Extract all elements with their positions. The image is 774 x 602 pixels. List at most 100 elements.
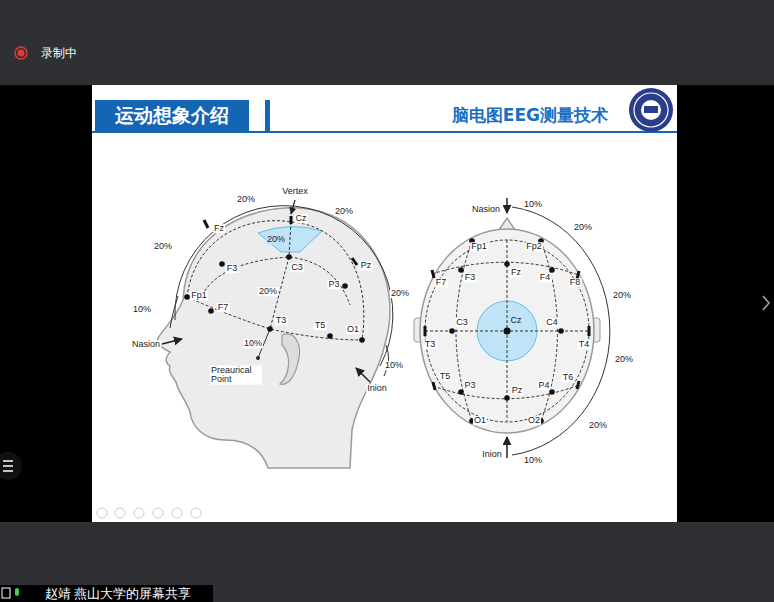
electrode-label: O2: [527, 416, 541, 425]
top-head-part-part: [504, 328, 511, 335]
slide-title: 脑电图EEG测量技术: [452, 104, 608, 127]
electrode-label: 20%: [236, 195, 256, 204]
ui-text: 录制中: [40, 47, 78, 60]
electrode-label: Inion: [481, 450, 503, 459]
slide-part: [634, 93, 668, 127]
electrode-label: 20%: [258, 287, 278, 296]
header-text: 运动想象介绍: [115, 103, 229, 129]
side-head-part-part: [290, 216, 293, 224]
electrode-label: T5: [314, 321, 327, 330]
electrode-label: F7: [435, 278, 448, 287]
electrode-label: 20%: [612, 291, 632, 300]
window-chrome-part: [0, 452, 22, 480]
electrode-label: T4: [578, 340, 591, 349]
side-head-part-part: [359, 337, 365, 343]
slide-part: [641, 100, 661, 120]
electrode-label: P4: [537, 381, 550, 390]
electrode-label: 20%: [334, 207, 354, 216]
electrode-label: Preaurical Point: [210, 366, 262, 385]
top-head-part-part: [504, 261, 510, 267]
side-head-part-part: [352, 258, 357, 265]
electrode-label: O1: [473, 416, 487, 425]
slide-part-part: [172, 508, 182, 518]
electrode-label: Pz: [511, 386, 524, 395]
side-head-part-part: [327, 333, 333, 339]
electrode-label: F4: [539, 273, 552, 282]
electrode-label: 10%: [523, 200, 543, 209]
window-chrome-part: [3, 461, 13, 471]
top-head-part: [425, 240, 589, 422]
electrode-label: F3: [226, 264, 239, 273]
window-chrome-part: [15, 47, 27, 59]
electrode-label: C4: [545, 318, 559, 327]
slide-part: [644, 106, 658, 113]
electrode-label: Fp1: [470, 242, 488, 251]
side-head-part: [162, 339, 182, 344]
window-chrome-part: [0, 585, 213, 602]
slide-part: [629, 88, 673, 132]
top-head-part-part: [588, 326, 591, 336]
top-head-part: [499, 218, 515, 230]
slide-part-part: [153, 508, 163, 518]
electrode-label: Fp1: [190, 291, 208, 300]
header-box: 运动想象介绍: [95, 100, 249, 131]
top-head-part-part: [577, 381, 579, 389]
top-head-part-part: [432, 270, 434, 278]
side-head-part: [280, 334, 300, 384]
side-head-part-part: [204, 220, 208, 228]
electrode-label: Nasion: [471, 205, 501, 214]
slide: [92, 85, 677, 522]
top-head-part: [449, 238, 564, 424]
top-head-part-part: [425, 240, 589, 422]
side-head-part-part: [187, 221, 364, 340]
window-chrome-part: [0, 522, 774, 602]
electrode-label: P3: [327, 280, 340, 289]
slide-part: [92, 85, 677, 522]
side-head-part: [204, 216, 357, 265]
electrode-label: F8: [569, 278, 582, 287]
slide-part: [92, 131, 677, 133]
electrode-label: C3: [455, 318, 469, 327]
slide-part-part: [134, 508, 144, 518]
ui-text: 赵靖 燕山大学的屏幕共享: [44, 587, 193, 601]
electrode-label: Inion: [366, 384, 388, 393]
electrode-label: T6: [562, 373, 575, 382]
electrode-label: 20%: [614, 355, 634, 364]
electrode-label: 20%: [390, 289, 410, 298]
top-head-part-part: [456, 241, 472, 421]
window-chrome-part: [0, 85, 774, 522]
electrode-label: T3: [275, 316, 288, 325]
top-head-part-part: [458, 267, 464, 273]
top-head-part: [512, 207, 610, 455]
electrode-label: 10%: [384, 361, 404, 370]
side-head-part: [356, 368, 370, 382]
window-chrome-part: [15, 588, 19, 596]
side-head-part-part: [267, 326, 273, 332]
side-head-part-part: [219, 261, 225, 267]
electrode-label: Cz: [510, 316, 523, 325]
electrode-label: P3: [463, 381, 476, 390]
electrode-label: Pz: [360, 261, 373, 270]
slide-part-part: [115, 508, 125, 518]
electrode-label: 20%: [573, 223, 593, 232]
electrode-label: C3: [290, 263, 304, 272]
electrode-label: Cz: [295, 214, 308, 223]
electrode-label: 10%: [523, 456, 543, 465]
side-head-part: [187, 221, 364, 340]
top-head-part-part: [541, 241, 558, 421]
top-head-part-part: [504, 395, 510, 401]
window-chrome-part: [18, 50, 25, 57]
electrode-label: Fz: [510, 268, 522, 277]
top-head-part-part: [449, 328, 455, 334]
side-head-part: [256, 356, 260, 360]
electrode-label: 20%: [588, 421, 608, 430]
top-head-part-part: [424, 326, 427, 336]
electrode-label: F3: [464, 273, 477, 282]
side-head-part-part: [208, 308, 214, 314]
top-head-part: [425, 270, 589, 390]
electrode-label: 10%: [132, 305, 152, 314]
electrode-label: 10%: [243, 339, 263, 348]
top-head-part-part: [549, 267, 555, 273]
